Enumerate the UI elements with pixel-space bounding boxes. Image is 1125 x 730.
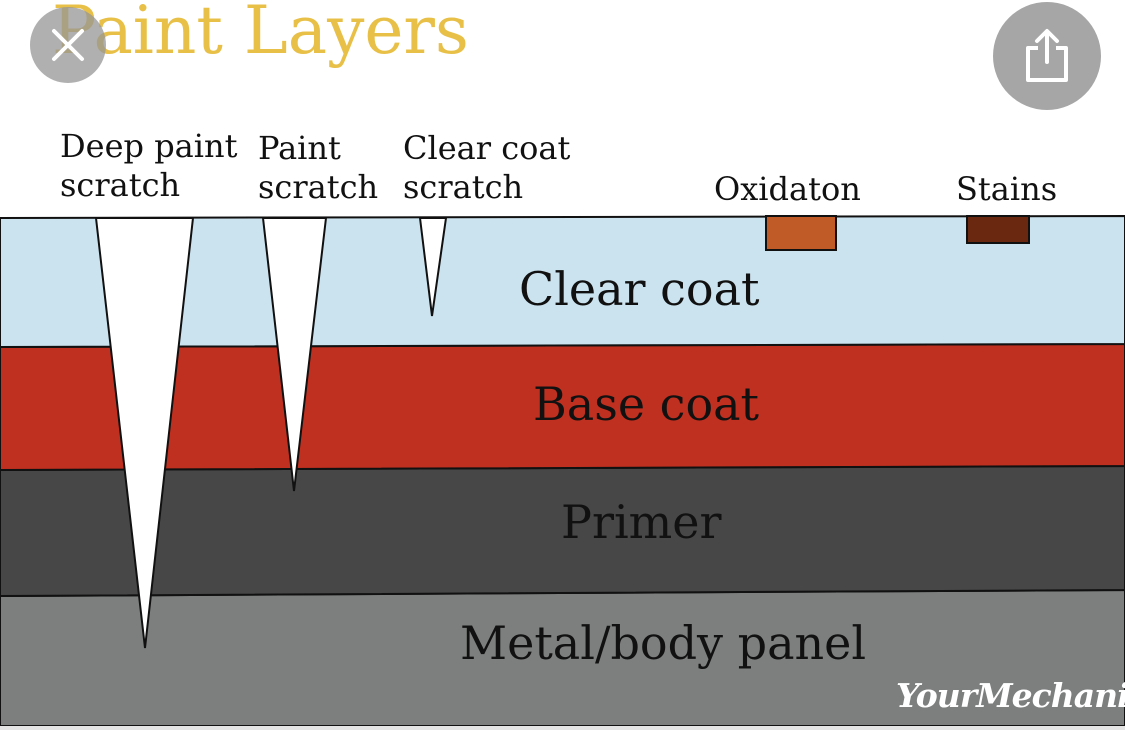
primer-label: Primer (561, 495, 722, 549)
close-button[interactable] (30, 7, 106, 83)
clear-coat-scratch-cut (418, 217, 448, 317)
paint-scratch-cut (261, 217, 328, 492)
stains-swatch (966, 215, 1030, 244)
paint-scratch-label: Paint scratch (258, 129, 378, 207)
clear-coat-scratch-label-line-2: scratch (403, 168, 524, 206)
oxidation-swatch (765, 215, 837, 251)
clear-coat-label: Clear coat (519, 262, 760, 316)
deep-paint-scratch-label-line-1: Deep paint (60, 127, 238, 165)
stains-label: Stains (956, 170, 1058, 208)
clear-coat-scratch-label-line-1: Clear coat (403, 129, 571, 167)
clear-coat-scratch-label: Clear coat scratch (403, 129, 570, 207)
oxidation-label: Oxidaton (714, 170, 861, 208)
share-button[interactable] (993, 2, 1101, 110)
paint-scratch-label-line-2: scratch (258, 168, 379, 206)
paint-scratch-label-line-1: Paint (258, 129, 341, 167)
deep-paint-scratch-cut (94, 217, 195, 649)
metal-panel-label: Metal/body panel (460, 616, 867, 670)
deep-paint-scratch-label: Deep paint scratch (60, 127, 237, 205)
bottom-strip (0, 726, 1125, 730)
deep-paint-scratch-label-line-2: scratch (60, 166, 181, 204)
share-icon (1026, 29, 1068, 82)
yourmechanic-watermark: YourMechanic (896, 676, 1125, 715)
base-coat-label: Base coat (533, 377, 760, 431)
close-icon (52, 29, 84, 61)
page-title: Paint Layers (52, 0, 469, 69)
